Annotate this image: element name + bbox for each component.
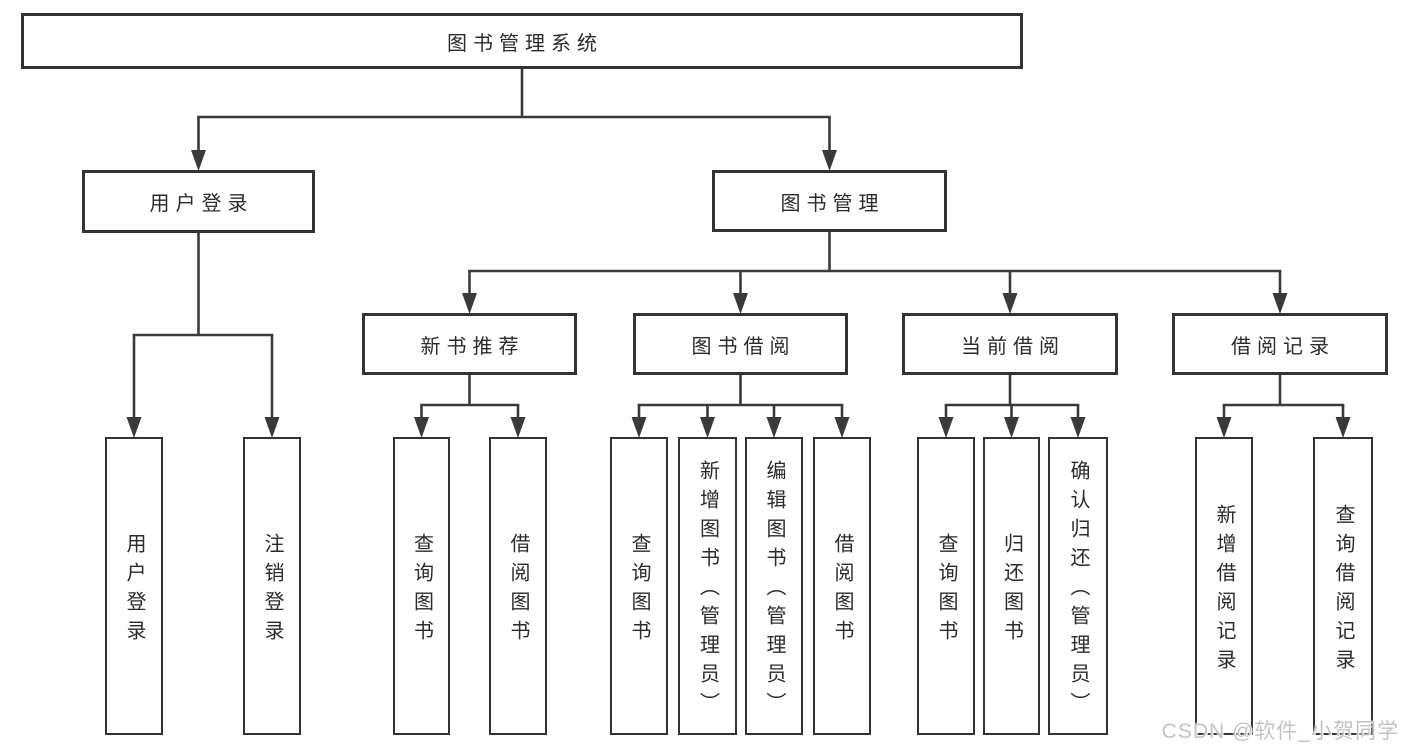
node-label: 查询图书 (628, 532, 650, 649)
arrowhead-icon (631, 417, 647, 438)
node-label: 新增借阅记录 (1213, 503, 1235, 678)
arrowhead-icon (264, 417, 280, 438)
node-current-query-books: 查询图书 (917, 437, 975, 735)
node-borrowing-records: 借阅记录 (1172, 313, 1388, 375)
node-borrowing-borrow-books: 借阅图书 (813, 437, 871, 735)
node-label: 借阅图书 (831, 532, 853, 649)
arrowhead-icon (700, 417, 715, 438)
arrowhead-icon (462, 293, 477, 314)
arrowhead-icon (126, 417, 142, 438)
node-borrowing-edit-books: 编辑图书（管理员） (745, 437, 803, 735)
arrowhead-icon (1216, 417, 1232, 438)
node-label: 用户登录 (123, 532, 145, 649)
arrowhead-icon (938, 417, 954, 438)
node-label: 当前借阅 (961, 335, 1065, 358)
node-label: 注销登录 (261, 532, 283, 649)
arrowhead-icon (1070, 417, 1086, 438)
node-label: 新书推荐 (420, 335, 525, 358)
node-label: 编辑图书（管理员） (763, 460, 785, 721)
node-label: 借阅图书 (507, 532, 529, 649)
arrowhead-icon (1004, 417, 1019, 438)
arrowhead-icon (733, 293, 748, 314)
arrowhead-icon (414, 417, 429, 438)
node-label: 查询图书 (410, 532, 433, 649)
node-label: 图书管理 (780, 192, 885, 215)
node-label: 新增图书（管理员） (696, 460, 719, 721)
node-records-add-record: 新增借阅记录 (1195, 437, 1253, 735)
node-new-book-recommend: 新书推荐 (362, 313, 577, 375)
arrowhead-icon (766, 417, 782, 438)
arrowhead-icon (1002, 293, 1018, 314)
node-records-query-record: 查询借阅记录 (1313, 437, 1373, 735)
node-label: 查询图书 (935, 532, 957, 649)
node-label: 归还图书 (1000, 532, 1023, 649)
node-borrowing-add-books: 新增图书（管理员） (678, 437, 737, 735)
node-borrowing-query-books: 查询图书 (610, 437, 668, 735)
watermark: CSDN @软件_小贺同学 (1161, 720, 1399, 743)
node-logout-leaf: 注销登录 (243, 437, 301, 735)
node-user-login-leaf: 用户登录 (105, 437, 163, 735)
node-label: 查询借阅记录 (1332, 503, 1354, 678)
arrowhead-icon (834, 417, 850, 438)
node-label: 图书借阅 (691, 335, 796, 358)
node-label: 图书管理系统 (447, 32, 603, 55)
node-label: 确认归还（管理员） (1067, 460, 1089, 721)
node-label: 用户登录 (149, 193, 254, 215)
node-recommend-query-books: 查询图书 (393, 437, 450, 735)
node-book-borrowing: 图书借阅 (633, 313, 848, 375)
node-system-root: 图书管理系统 (21, 13, 1023, 69)
arrowhead-icon (510, 417, 526, 438)
node-current-confirm-return: 确认归还（管理员） (1048, 437, 1108, 735)
node-user-login: 用户登录 (82, 170, 315, 233)
node-book-management: 图书管理 (712, 170, 947, 232)
node-current-borrowing: 当前借阅 (902, 313, 1118, 375)
node-recommend-borrow-books: 借阅图书 (489, 437, 547, 735)
node-current-return-books: 归还图书 (983, 437, 1040, 735)
arrowhead-icon (822, 150, 837, 171)
arrowhead-icon (1272, 293, 1288, 314)
arrowhead-icon (1335, 417, 1351, 438)
arrowhead-icon (191, 150, 206, 171)
node-label: 借阅记录 (1231, 335, 1335, 358)
